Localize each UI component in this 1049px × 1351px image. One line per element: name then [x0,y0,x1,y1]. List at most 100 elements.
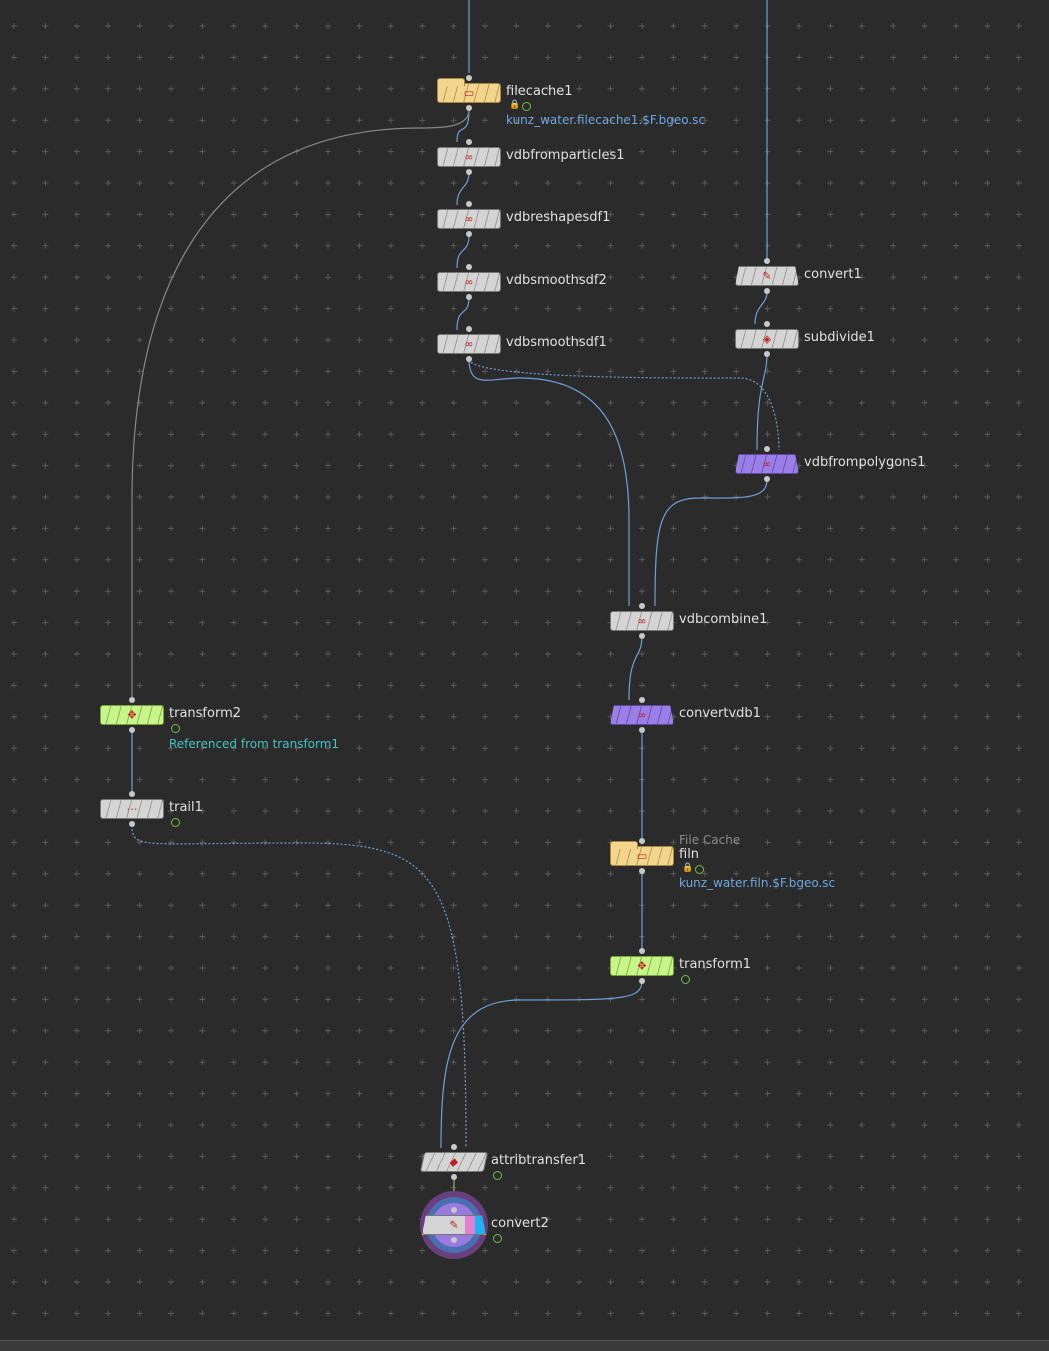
connector-dot[interactable] [466,231,472,237]
vdb-icon: ∞ [637,708,647,722]
node-label[interactable]: transform2 [169,706,242,721]
node-convert2[interactable]: ✎ [422,1215,486,1235]
node-label[interactable]: vdbfromparticles1 [506,148,625,163]
subdivide-icon: ◈ [762,332,772,346]
connector-dot[interactable] [466,264,472,270]
node-label[interactable]: transform1 [679,957,752,972]
wire [754,291,768,325]
node-convertvdb1[interactable]: ∞ [610,705,674,725]
connector-dot[interactable] [466,356,472,362]
connector-dot[interactable] [129,821,135,827]
node-label[interactable]: attribtransfer1 [491,1153,586,1168]
connector-dot[interactable] [639,838,645,844]
connector-dot[interactable] [466,75,472,81]
connector-dot[interactable] [764,321,770,327]
connector-dot[interactable] [451,1237,457,1243]
connector-dot[interactable] [451,1207,457,1213]
bypass-flag-icon[interactable] [522,102,531,111]
bypass-flag-icon[interactable] [493,1234,502,1243]
node-filn[interactable]: ▭ [610,841,674,866]
node-vdbsmoothsdf2[interactable]: ∞ [437,272,501,292]
node-filecache1[interactable]: ▭ [437,78,501,103]
node-trail1[interactable]: ⋯ [100,799,164,819]
connector-dot[interactable] [639,603,645,609]
wire [131,109,470,700]
wire [440,980,643,1149]
connector-dot[interactable] [639,978,645,984]
node-transform1[interactable]: ✥ [610,956,674,976]
connector-dot[interactable] [764,351,770,357]
wire [456,234,470,269]
vdb-icon: ∞ [464,212,474,226]
connector-dot[interactable] [129,697,135,703]
transform-icon: ✥ [637,959,647,973]
node-label[interactable]: vdbsmoothsdf1 [506,335,607,350]
bypass-flag-icon[interactable] [493,1171,502,1180]
connector-dot[interactable] [466,326,472,332]
trail-icon: ⋯ [126,802,138,816]
connector-dot[interactable] [129,791,135,797]
connector-dot[interactable] [639,697,645,703]
disk-icon: ▭ [463,86,475,100]
node-label[interactable]: subdivide1 [804,330,875,345]
connector-dot[interactable] [466,139,472,145]
wire [628,635,643,701]
node-label[interactable]: vdbfrompolygons1 [804,455,926,470]
convert-icon: ✎ [762,269,772,283]
node-label[interactable]: vdbcombine1 [679,612,768,627]
connector-dot[interactable] [466,105,472,111]
lock-icon[interactable]: 🔒 [682,863,694,873]
node-output-path: kunz_water.filecache1.$F.bgeo.sc [506,113,706,127]
connector-dot[interactable] [129,727,135,733]
node-label[interactable]: convert1 [804,267,862,282]
node-convert1[interactable]: ✎ [735,266,799,286]
convert-icon: ✎ [449,1218,459,1232]
node-vdbfromparticles1[interactable]: ∞ [437,147,501,167]
disk-icon: ▭ [636,849,648,863]
node-comment: Referenced from transform1 [169,737,340,751]
connector-dot[interactable] [764,288,770,294]
vdb-icon: ∞ [637,614,647,628]
node-label[interactable]: convertvdb1 [679,706,761,721]
connector-dot[interactable] [764,258,770,264]
connector-dot[interactable] [466,294,472,300]
node-vdbsmoothsdf1[interactable]: ∞ [437,334,501,354]
connector-dot[interactable] [466,169,472,175]
bypass-flag-icon[interactable] [171,724,180,733]
connector-dot[interactable] [451,1174,457,1180]
node-type-label: File Cache [679,833,741,847]
node-vdbcombine1[interactable]: ∞ [610,611,674,631]
connector-dot[interactable] [764,476,770,482]
wire [131,824,467,1149]
wire [456,109,470,143]
node-subdivide1[interactable]: ◈ [735,329,799,349]
vdb-icon: ∞ [464,337,474,351]
wire [468,358,780,451]
vdb-icon: ∞ [762,457,772,471]
node-label[interactable]: filecache1 [506,84,573,99]
connector-dot[interactable] [639,727,645,733]
bypass-flag-icon[interactable] [695,865,704,874]
node-label[interactable]: convert2 [491,1216,549,1231]
connector-dot[interactable] [451,1144,457,1150]
node-attribtransfer1[interactable]: ◆ [419,1152,489,1172]
connector-dot[interactable] [639,948,645,954]
bottom-scrollbar[interactable] [0,1340,1049,1351]
connector-dot[interactable] [639,633,645,639]
transform-icon: ✥ [127,708,137,722]
node-label[interactable]: trail1 [169,800,203,815]
bypass-flag-icon[interactable] [681,975,690,984]
connector-dot[interactable] [466,201,472,207]
connector-dot[interactable] [764,446,770,452]
node-label[interactable]: filn [679,847,700,862]
lock-icon[interactable]: 🔒 [509,100,521,110]
node-transform2[interactable]: ✥ [100,705,164,725]
connector-dot[interactable] [639,868,645,874]
wire [654,479,768,607]
node-label[interactable]: vdbsmoothsdf2 [506,273,607,288]
node-vdbreshapesdf1[interactable]: ∞ [437,209,501,229]
node-vdbfrompolygons1[interactable]: ∞ [735,454,799,474]
node-label[interactable]: vdbreshapesdf1 [506,210,611,225]
bypass-flag-icon[interactable] [171,818,180,827]
